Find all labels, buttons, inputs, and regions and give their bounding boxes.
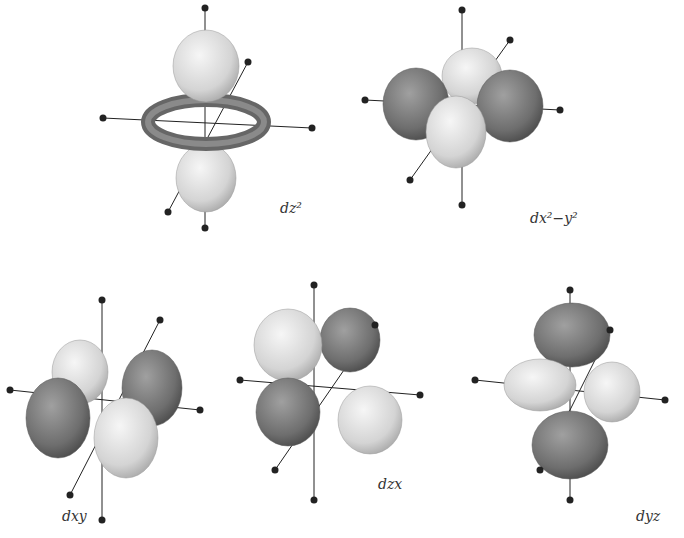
orbital-label: dx²−y² (530, 210, 578, 226)
orbital-label: dyz (636, 508, 660, 524)
orbital-label: dzx (378, 476, 402, 492)
orbital-label: dz² (280, 200, 302, 216)
orbital-label: dxy (62, 508, 87, 524)
